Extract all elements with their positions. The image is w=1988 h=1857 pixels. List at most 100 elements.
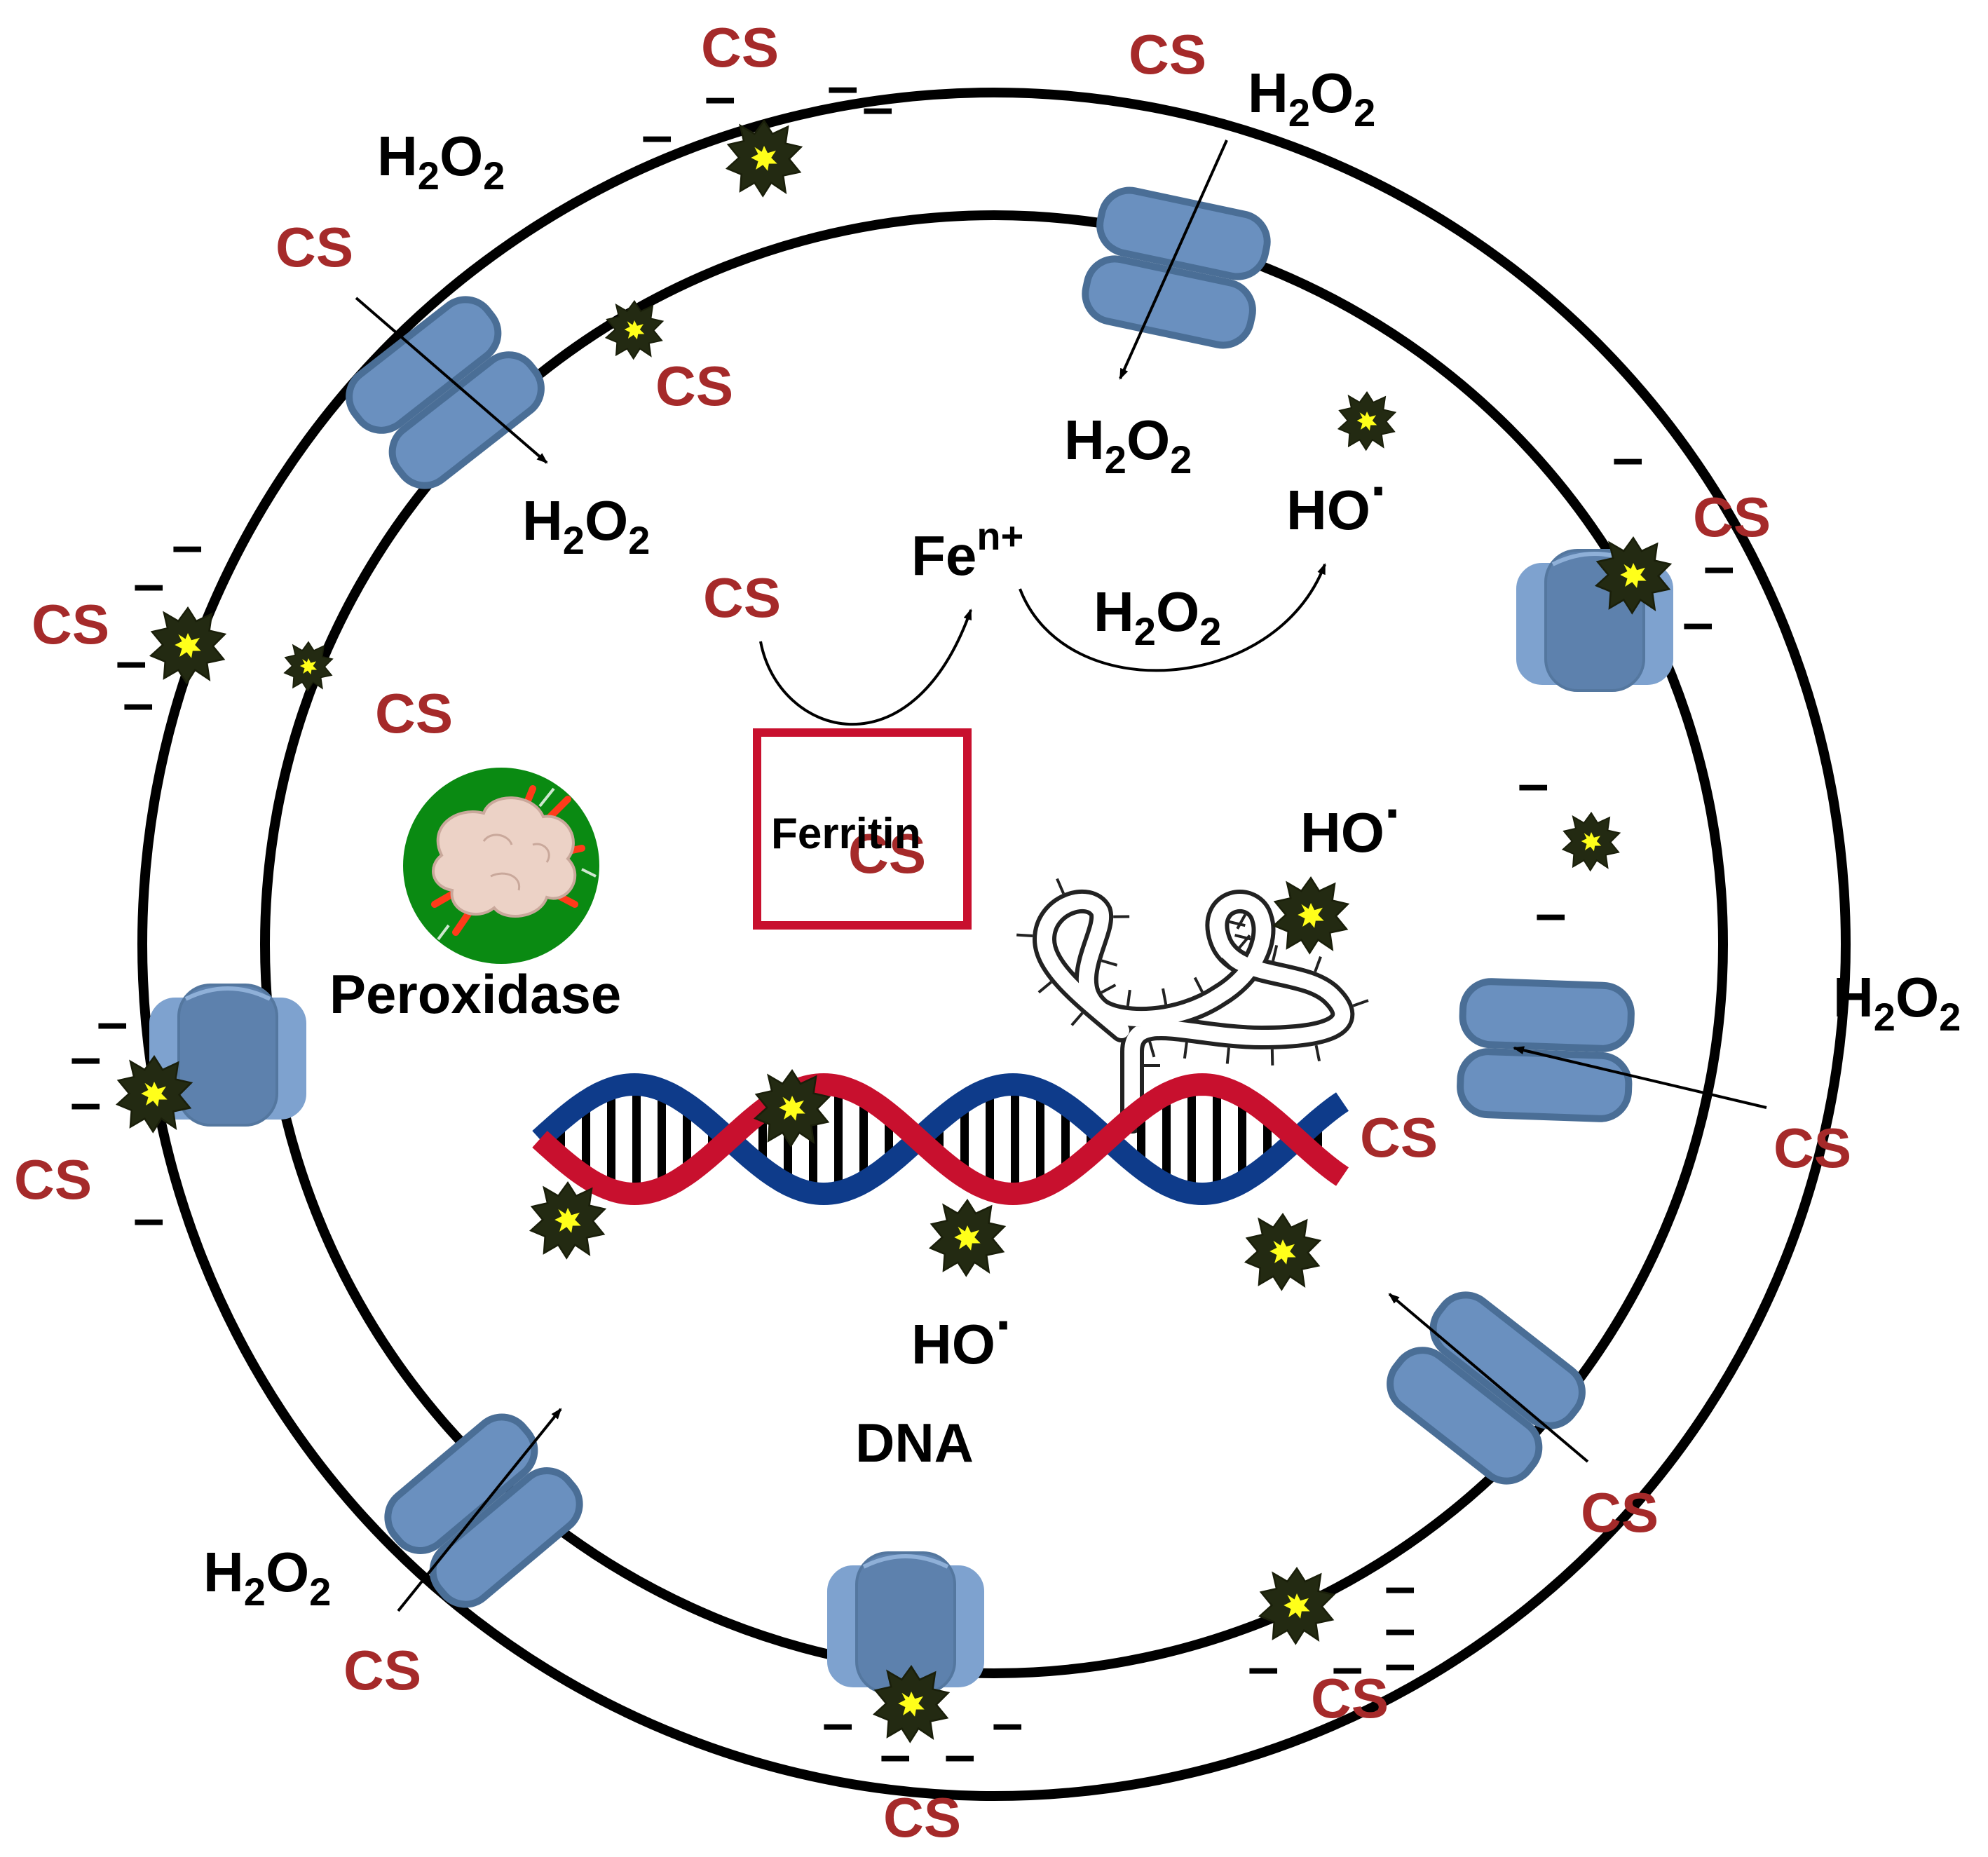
chitosan-burst-icon [930,1199,1005,1277]
rna-tick [1070,1012,1084,1026]
rna-tick [1220,958,1234,971]
channel-right [1459,981,1632,1120]
cs-label: CS [1311,1667,1389,1729]
dna-label: DNA [855,1412,974,1474]
rna-strand-icon [1016,878,1369,1134]
channel-lower-left [376,1406,591,1616]
channel-upper-left [338,288,552,496]
h2o2-label: H2O2 [1248,62,1375,135]
charge-minus: – [862,76,894,138]
channel-top [1080,185,1272,351]
outer-membrane [137,88,1851,1801]
cs-label: CS [343,1639,421,1701]
rna-tick [1272,945,1279,962]
hydroxyl-radical-label: HO· [1286,459,1389,541]
rna-tick [1148,1041,1156,1058]
arrow-right-in [1513,1046,1767,1109]
cs-label: CS [32,593,109,655]
charge-minus: – [70,1026,102,1088]
rna-tick [1229,920,1246,927]
chitosan-burst-icon [1273,877,1349,954]
charge-minus: – [944,1723,976,1785]
rna-tick [1101,984,1117,994]
rna-tick [1234,934,1251,941]
pump-bottom [829,1553,983,1693]
charge-minus: – [1384,1632,1416,1694]
cs-label: CS [275,216,353,278]
cs-label: CS [848,822,926,885]
rna-tick [1352,999,1369,1007]
charge-minus: – [1682,591,1714,653]
arrows-layer [355,140,1767,1612]
charge-minus: – [70,1071,102,1134]
chitosan-burst-icon [605,300,664,360]
rna-tick [1126,989,1131,1007]
rna-tick [1236,913,1247,930]
arrow-lower-right-in [1388,1293,1589,1463]
rna-tick [1101,959,1118,967]
chitosan-burst-icon [1259,1567,1335,1645]
charge-minus: – [133,552,165,615]
charge-minus: – [880,1723,911,1785]
cs-label: CS [1693,486,1771,548]
charge-minus: – [1332,1635,1363,1698]
charge-minus: – [704,65,736,128]
charge-minus: – [123,672,154,734]
arrow-cs-to-iron [759,608,972,726]
h2o2-label: H2O2 [203,1541,331,1614]
arrow-upper-left-in [355,297,548,464]
arrow-iron-to-hydroxyl [1019,563,1326,672]
cs-label: CS [883,1786,961,1849]
ferritin-label: Ferritin [771,810,921,858]
charge-minus: – [822,1692,854,1754]
h2o2-label: H2O2 [377,125,505,198]
charge-minus: – [1384,1555,1416,1617]
iron-ion-label: Fen+ [911,514,1023,587]
charge-minus: – [641,104,673,166]
arrow-top-in [1119,140,1228,380]
charge-minus: – [992,1692,1023,1754]
rna-tick [1183,1042,1188,1059]
chitosan-burst-icon [150,607,226,684]
h2o2-label: H2O2 [1094,580,1221,653]
charge-minus: – [133,1187,165,1249]
cs-label: CS [703,566,781,629]
charge-minus: – [1535,882,1567,944]
chitosan-burst-icon [1562,812,1621,871]
charge-minus: – [1384,1597,1416,1659]
hydroxyl-radical-label: HO· [911,1293,1014,1375]
cs-label: CS [655,355,733,417]
peroxidase-label: Peroxidase [329,963,621,1025]
cs-label: CS [1360,1106,1438,1169]
charge-minus: – [172,514,203,576]
dna-helix-icon [532,1073,1349,1206]
h2o2-label: H2O2 [1064,409,1192,482]
cs-label: CS [14,1148,92,1211]
charge-minus: – [97,991,128,1053]
cs-label: CS [1129,23,1206,86]
charge-minus: – [1518,752,1549,815]
charge-minus: – [827,55,859,117]
cs-label: CS [701,16,779,79]
cs-label: CS [1581,1481,1659,1544]
cs-label: CS [375,682,453,744]
peroxidase-icon [403,768,599,964]
rna-tick [1314,1045,1321,1062]
hydroxyl-radical-label: HO· [1300,782,1403,864]
chitosan-burst-icon [1245,1213,1321,1291]
charge-minus: – [116,630,147,692]
charge-minus: – [1703,535,1735,597]
rna-tick [1225,1047,1230,1064]
rna-tick [1314,955,1322,972]
charge-minus: – [1248,1635,1279,1698]
h2o2-label: H2O2 [522,489,650,562]
rna-tick [1037,981,1052,994]
rna-tick [1162,988,1168,1005]
channel-lower-right [1379,1284,1593,1492]
rna-tick [1016,933,1033,938]
rna-tick [1193,977,1204,993]
chitosan-burst-icon [1337,391,1396,451]
